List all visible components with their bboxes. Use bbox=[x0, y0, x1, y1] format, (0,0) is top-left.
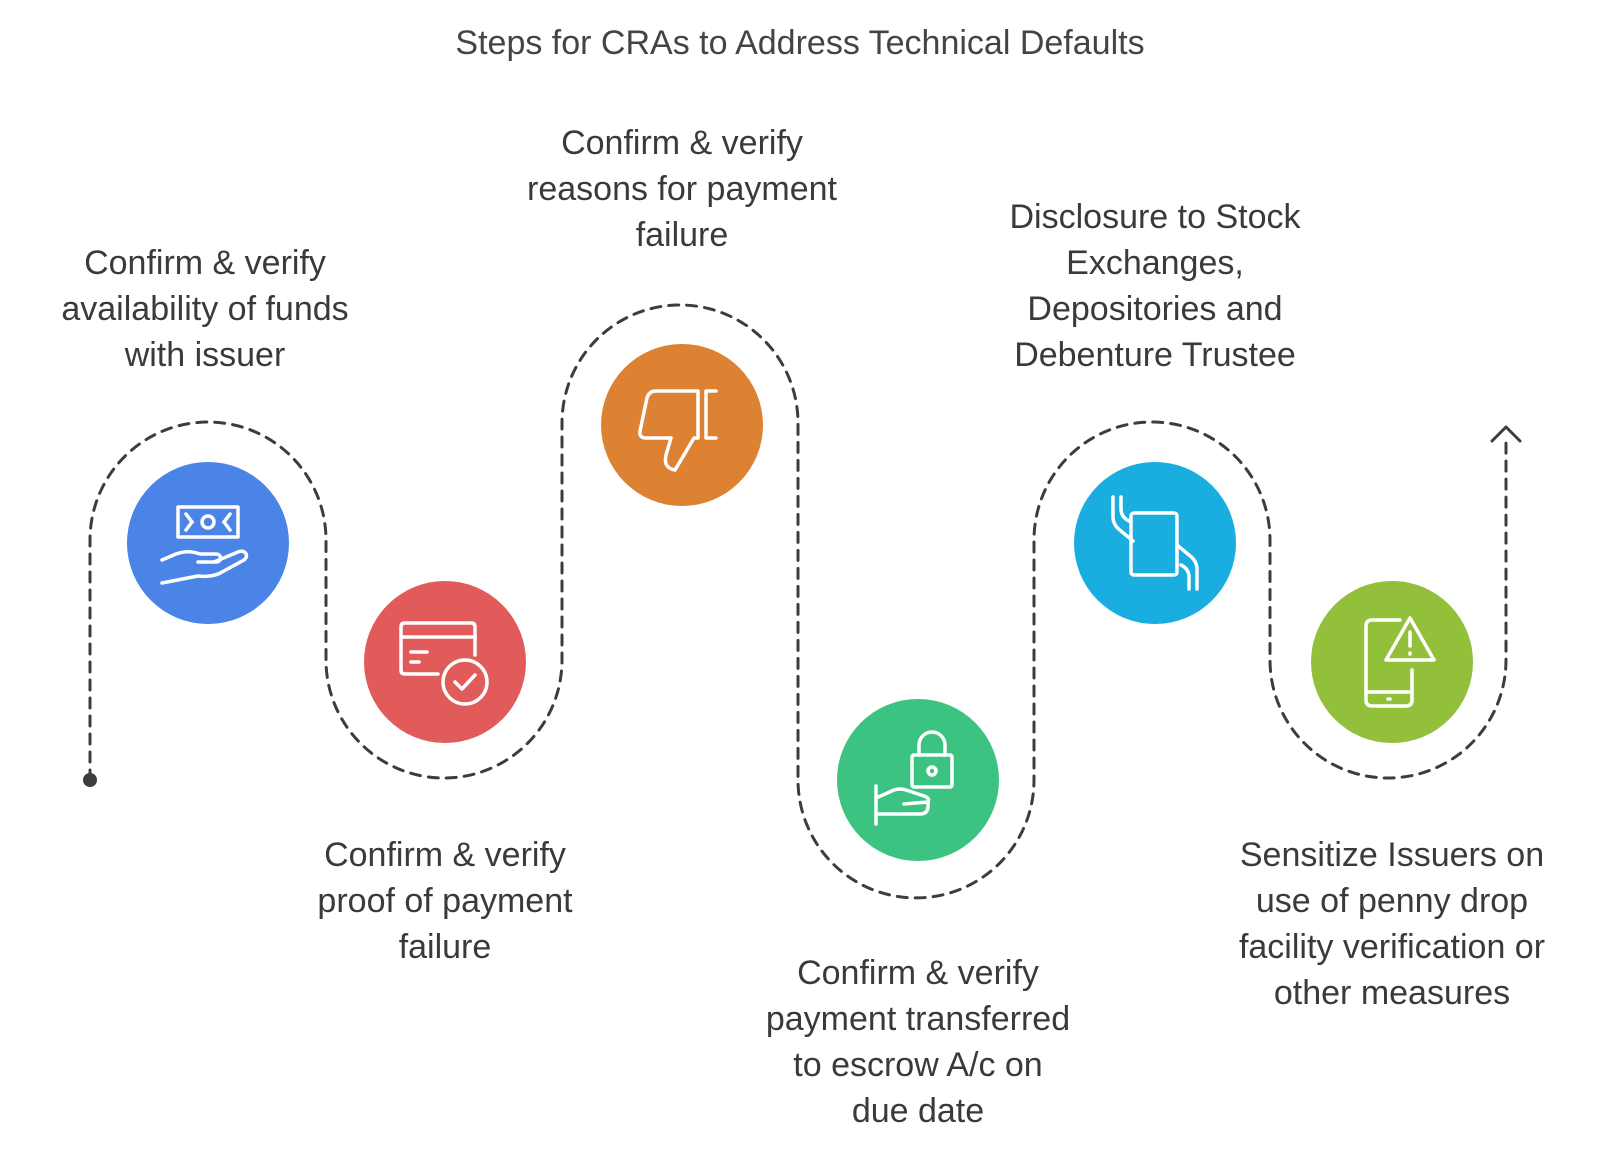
step-2-label: Confirm & verify proof of payment failur… bbox=[317, 836, 573, 966]
step-1-circle bbox=[127, 462, 289, 624]
step-3-circle bbox=[601, 344, 763, 506]
step-4 bbox=[837, 699, 999, 861]
step-2-circle bbox=[364, 581, 526, 743]
money-hand-icon bbox=[160, 505, 249, 585]
dashed-path bbox=[88, 303, 1508, 900]
path-end-arrow bbox=[1490, 425, 1522, 443]
step-1-label: Confirm & verify availability of funds w… bbox=[61, 244, 349, 374]
step-1 bbox=[127, 462, 289, 624]
credit-card-check-icon bbox=[399, 621, 489, 706]
step-4-circle bbox=[837, 699, 999, 861]
step-5-circle bbox=[1074, 462, 1236, 624]
step-5-label: Disclosure to Stock Exchanges, Depositor… bbox=[1009, 198, 1301, 374]
step-4-label: Confirm & verify payment transferred to … bbox=[765, 954, 1071, 1130]
step-6-label: Sensitize Issuers on use of penny drop f… bbox=[1238, 836, 1546, 1012]
step-2 bbox=[364, 581, 526, 743]
hand-lock-icon bbox=[874, 730, 954, 826]
diagram-title: Steps for CRAs to Address Technical Defa… bbox=[455, 24, 1145, 62]
step-6 bbox=[1311, 581, 1473, 743]
step-5 bbox=[1074, 462, 1236, 624]
hands-document-icon bbox=[1111, 495, 1199, 591]
phone-warning-icon bbox=[1364, 616, 1436, 708]
path-start-dot bbox=[83, 773, 97, 787]
thumbs-down-icon bbox=[638, 389, 718, 472]
step-3-label: Confirm & verify reasons for payment fai… bbox=[527, 124, 837, 254]
step-6-circle bbox=[1311, 581, 1473, 743]
step-3 bbox=[601, 344, 763, 506]
